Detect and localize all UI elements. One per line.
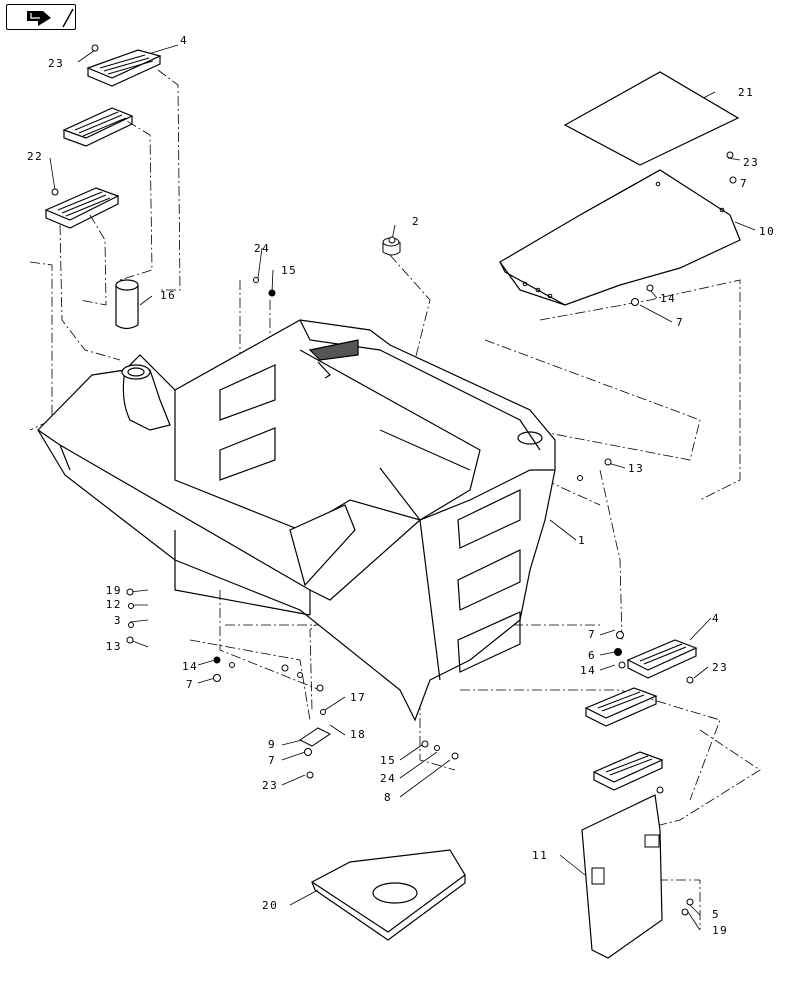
- callout-20: 20: [262, 899, 278, 912]
- base-plate: [310, 849, 466, 941]
- callout-8: 8: [384, 791, 392, 804]
- callout-17: 17: [350, 691, 366, 704]
- callout-15-top: 15: [281, 264, 297, 277]
- callout-22: 22: [27, 150, 43, 163]
- callout-7-plate: 7: [676, 316, 684, 329]
- callout-21: 21: [738, 86, 754, 99]
- callout-7-right: 7: [740, 177, 748, 190]
- callout-3: 3: [114, 614, 122, 627]
- callout-23-bracket: 23: [262, 779, 278, 792]
- next-page-arrow-icon: [27, 8, 74, 28]
- callout-15-bottom: 15: [380, 754, 396, 767]
- callout-7-bracket: 7: [268, 754, 276, 767]
- side-cover-panel: [581, 794, 663, 959]
- callout-12: 12: [106, 598, 122, 611]
- step-pad-top-1: [86, 49, 162, 87]
- callout-labels: 4 23 22 21 23 7 10 2 24 15 16 14 7 13 1 …: [27, 34, 775, 937]
- callout-5: 5: [712, 908, 720, 921]
- floor-mat: [563, 71, 740, 166]
- callout-1: 1: [578, 534, 586, 547]
- callout-23-top: 23: [48, 57, 64, 70]
- step-pad-right-2: [584, 687, 658, 727]
- callout-23-right: 23: [743, 156, 759, 169]
- floor-plate: [499, 169, 741, 306]
- cover-slot-2: [591, 867, 605, 885]
- callout-13-left: 13: [106, 640, 122, 653]
- callout-2: 2: [412, 215, 420, 228]
- step-pad-right-3: [592, 751, 664, 791]
- callout-23-steps: 23: [712, 661, 728, 674]
- next-page-button[interactable]: [6, 4, 76, 30]
- callout-7-left: 7: [186, 678, 194, 691]
- callout-11: 11: [532, 849, 548, 862]
- callout-14-top: 14: [660, 292, 676, 305]
- cover-slot-1: [644, 834, 660, 848]
- callout-14-left: 14: [182, 660, 198, 673]
- callout-19-right: 19: [712, 924, 728, 937]
- callout-18: 18: [350, 728, 366, 741]
- callout-4-top: 4: [180, 34, 188, 47]
- callout-19-left: 19: [106, 584, 122, 597]
- step-pad-top-3: [44, 187, 120, 229]
- callout-9: 9: [268, 738, 276, 751]
- step-pad-top-2: [62, 107, 134, 147]
- callout-24-bottom: 24: [380, 772, 396, 785]
- callout-16: 16: [160, 289, 176, 302]
- callout-13-right: 13: [628, 462, 644, 475]
- callout-14-right: 14: [580, 664, 596, 677]
- main-frame: [37, 319, 556, 722]
- callout-10: 10: [759, 225, 775, 238]
- column-tube: [115, 279, 171, 431]
- hardware-fasteners: [51, 44, 737, 916]
- bracket: [299, 727, 331, 747]
- step-pad-right-1: [626, 639, 698, 679]
- callout-7-mid: 7: [588, 628, 596, 641]
- callout-24-top: 24: [254, 242, 270, 255]
- callout-6: 6: [588, 649, 596, 662]
- callout-4-right: 4: [712, 612, 720, 625]
